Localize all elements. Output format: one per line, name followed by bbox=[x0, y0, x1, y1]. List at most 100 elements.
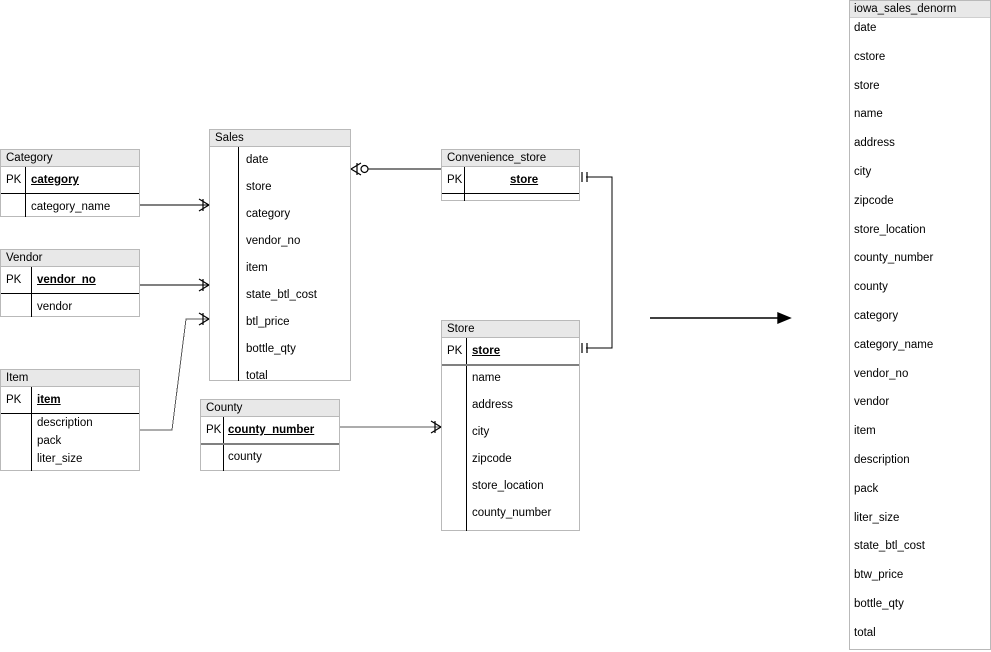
attribute-label: county bbox=[228, 451, 262, 463]
pk-attribute-label: store bbox=[510, 174, 539, 186]
attribute-label: pack bbox=[37, 435, 62, 447]
pk-separator bbox=[1, 293, 139, 294]
attribute-label: category bbox=[246, 208, 291, 220]
connector-convenience-store bbox=[586, 176, 613, 349]
denorm-column-row: item bbox=[854, 425, 876, 438]
attribute-row: liter_size bbox=[1, 450, 139, 468]
entity-title-county: County bbox=[201, 400, 339, 417]
attribute-label: vendor bbox=[37, 301, 73, 313]
crowfoot-zero-many-sales-convenience bbox=[350, 162, 369, 176]
attribute-label: zipcode bbox=[472, 453, 512, 465]
denorm-column-row: zipcode bbox=[854, 194, 894, 207]
attribute-row: category_name bbox=[1, 194, 139, 221]
pk-separator bbox=[442, 193, 579, 194]
denorm-table-title: iowa_sales_denorm bbox=[850, 1, 990, 18]
denorm-column-row: category bbox=[854, 309, 899, 322]
key-indicator: PK bbox=[447, 345, 463, 357]
attribute-label: bottle_qty bbox=[246, 343, 296, 355]
denorm-column-row: name bbox=[854, 108, 883, 121]
denorm-column-row: btw_price bbox=[854, 569, 904, 582]
denormalized-table-panel: iowa_sales_denorm date cstore store name add… bbox=[849, 0, 991, 650]
attribute-row: state_btl_cost bbox=[210, 282, 350, 309]
entity-title-category: Category bbox=[1, 150, 139, 167]
pk-attribute-label: category bbox=[31, 174, 79, 186]
denorm-column-row: liter_size bbox=[854, 511, 900, 524]
denorm-column-row: address bbox=[854, 137, 895, 150]
pk-row: PK item bbox=[1, 387, 139, 414]
attribute-label: btl_price bbox=[246, 316, 290, 328]
key-indicator: PK bbox=[6, 274, 22, 286]
key-indicator: PK bbox=[6, 394, 22, 406]
denorm-column-row: description bbox=[854, 453, 910, 466]
key-indicator: PK bbox=[6, 174, 22, 186]
denorm-column-row: vendor_no bbox=[854, 367, 909, 380]
entity-title-store: Store bbox=[442, 321, 579, 338]
denorm-column-row: store bbox=[854, 79, 880, 92]
attribute-row: description bbox=[1, 414, 139, 432]
attribute-row: total bbox=[210, 363, 350, 390]
attribute-label: address bbox=[472, 399, 513, 411]
connector-item-sales bbox=[140, 318, 209, 431]
attribute-row: vendor_no bbox=[210, 228, 350, 255]
key-indicator: PK bbox=[206, 424, 222, 436]
attribute-row: city bbox=[442, 419, 579, 446]
key-gutter-divider bbox=[238, 147, 239, 381]
attribute-label: liter_size bbox=[37, 453, 83, 465]
key-gutter-divider bbox=[31, 267, 32, 317]
pk-attribute-label: county_number bbox=[228, 424, 315, 436]
denorm-column-row: cstore bbox=[854, 50, 886, 63]
denorm-column-row: date bbox=[854, 22, 877, 34]
attribute-row: btl_price bbox=[210, 309, 350, 336]
attribute-row: store bbox=[210, 174, 350, 201]
attribute-label: name bbox=[472, 372, 501, 384]
attribute-row: county bbox=[201, 444, 339, 471]
attribute-label: state_btl_cost bbox=[246, 289, 317, 301]
denorm-column-row: county bbox=[854, 281, 888, 294]
attribute-row: pack bbox=[1, 432, 139, 450]
pk-attribute-label: item bbox=[37, 394, 61, 406]
transform-arrow bbox=[650, 311, 792, 325]
attribute-row: category bbox=[210, 201, 350, 228]
pk-row: PK vendor_no bbox=[1, 267, 139, 294]
attribute-row: county_number bbox=[442, 500, 579, 527]
attribute-label: vendor_no bbox=[246, 235, 301, 247]
attribute-label: city bbox=[472, 426, 490, 438]
pk-separator bbox=[442, 364, 579, 366]
attribute-label: total bbox=[246, 370, 268, 382]
pk-row: PK category bbox=[1, 167, 139, 194]
attribute-row: store_location bbox=[442, 473, 579, 500]
attribute-label: county_number bbox=[472, 507, 552, 519]
pk-attribute-label: vendor_no bbox=[37, 274, 96, 286]
entity-title-convenience_store: Convenience_store bbox=[442, 150, 579, 167]
denorm-column-row: vendor bbox=[854, 396, 890, 409]
attribute-row: item bbox=[210, 255, 350, 282]
attribute-row: vendor bbox=[1, 294, 139, 321]
pk-row: PK store bbox=[442, 167, 579, 194]
key-indicator: PK bbox=[447, 174, 463, 186]
entity-title-sales: Sales bbox=[210, 130, 350, 147]
attribute-label: store_location bbox=[472, 480, 544, 492]
key-gutter-divider bbox=[31, 387, 32, 471]
crowfoot-sales-category bbox=[198, 198, 210, 212]
attribute-label: description bbox=[37, 417, 93, 429]
entity-title-vendor: Vendor bbox=[1, 250, 139, 267]
denorm-column-row: city bbox=[854, 165, 872, 178]
entity-rows-convenience_store: PK store bbox=[442, 167, 579, 201]
entity-rows-item: PK item description pack liter_size bbox=[1, 387, 139, 471]
entity-title-item: Item bbox=[1, 370, 139, 387]
pk-separator bbox=[1, 193, 139, 194]
